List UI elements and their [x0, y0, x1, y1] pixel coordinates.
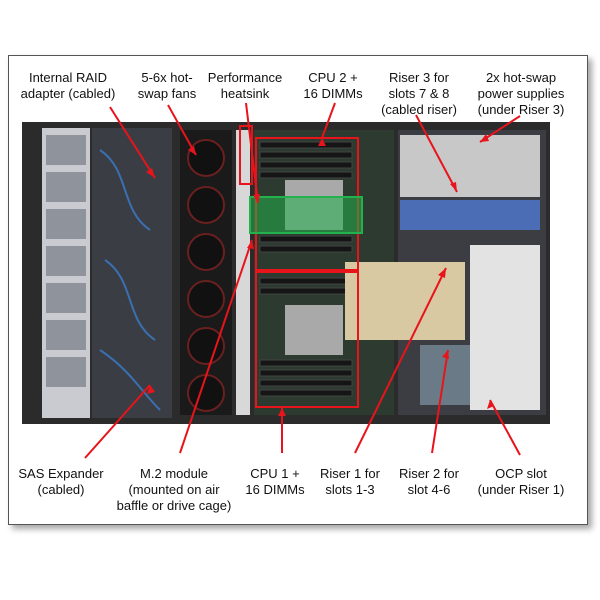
label-m2: M.2 module (mounted on air baffle or dri… — [116, 466, 232, 513]
pointer-heads — [146, 134, 494, 416]
riser-cage — [470, 245, 540, 410]
riser3-card — [400, 200, 540, 230]
label-riser3: Riser 3 for slots 7 & 8 (cabled riser) — [381, 70, 457, 117]
label-ocp: OCP slot (under Riser 1) — [477, 466, 565, 497]
label-internal-raid: Internal RAID adapter (cabled) — [20, 70, 116, 101]
label-cpu2: CPU 2 + 16 DIMMs — [303, 70, 363, 101]
label-cpu1: CPU 1 + 16 DIMMs — [245, 466, 305, 497]
riser1-card — [345, 262, 465, 340]
label-power: 2x hot-swap power supplies (under Riser … — [477, 70, 565, 117]
air-baffle — [236, 130, 250, 415]
dimm-slots — [259, 141, 353, 397]
heatsink-highlight-box — [249, 196, 363, 234]
backplane-area — [92, 128, 172, 418]
cables — [99, 149, 161, 411]
power-supply-area — [400, 135, 540, 197]
label-riser2: Riser 2 for slot 4-6 — [399, 466, 459, 497]
fans — [187, 139, 225, 412]
label-sas: SAS Expander (cabled) — [18, 466, 104, 497]
drive-slots — [46, 135, 86, 387]
pointer-lines — [84, 102, 521, 459]
cpu1-highlight-box — [255, 271, 359, 408]
label-heatsink: Performance heatsink — [207, 70, 283, 101]
label-fans: 5-6x hot- swap fans — [137, 70, 197, 101]
fan-bay — [180, 130, 232, 415]
label-riser1: Riser 1 for slots 1-3 — [320, 466, 380, 497]
cpu1-heatsink — [285, 305, 343, 355]
